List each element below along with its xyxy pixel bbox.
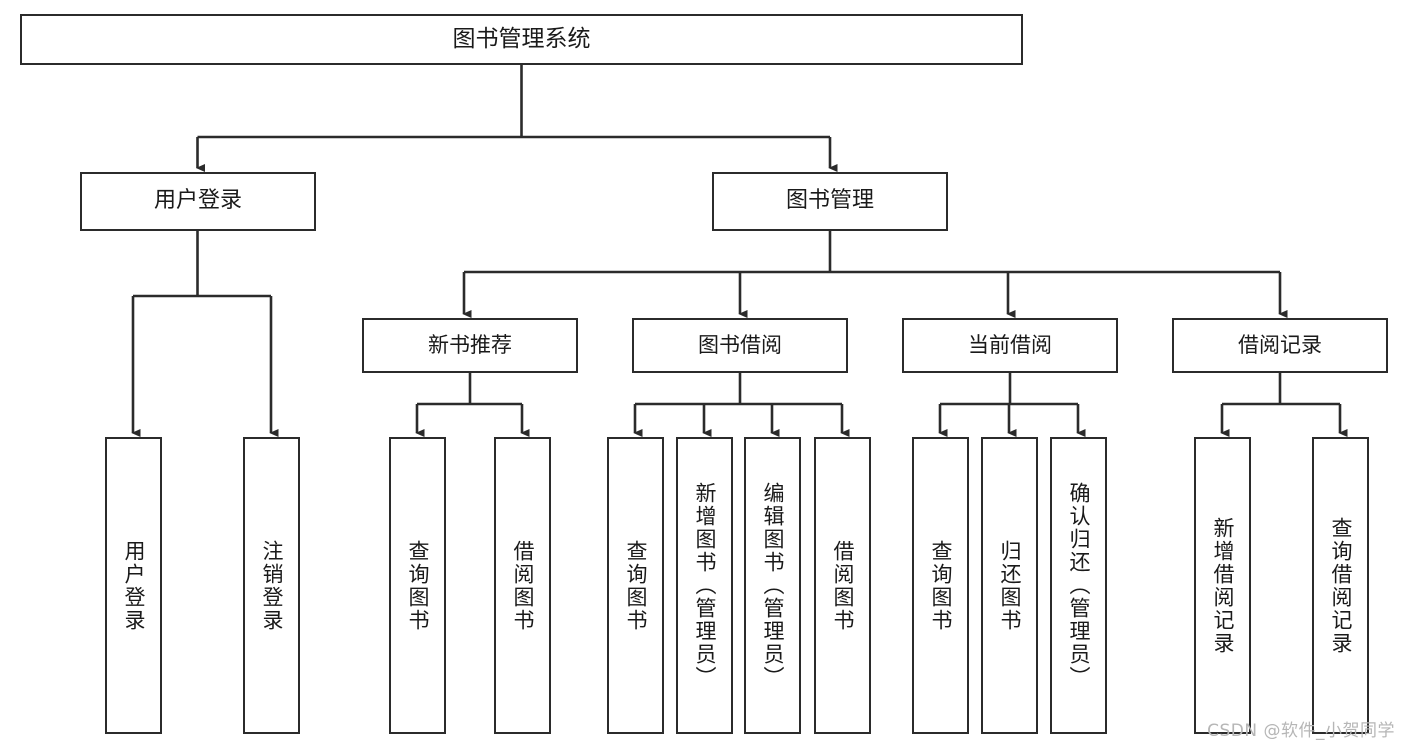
leaf-new-book-borrow-label: 借阅图书 (511, 539, 535, 632)
leaf-new-book-query-label: 查询图书 (406, 539, 430, 632)
leaf-book-borrow-borrow-label: 借阅图书 (831, 539, 855, 632)
leaf-book-borrow-query[interactable]: 查询图书 (607, 437, 664, 734)
node-root-label: 图书管理系统 (452, 25, 591, 52)
node-book-borrow[interactable]: 图书借阅 (632, 318, 848, 373)
leaf-current-borrow-confirm-label: 确认归还（管理员） (1067, 482, 1091, 689)
leaf-borrow-record-add-label: 新增借阅记录 (1211, 516, 1235, 655)
node-borrow-record-label: 借阅记录 (1238, 332, 1322, 357)
node-user-login-label: 用户登录 (153, 188, 242, 214)
leaf-book-borrow-add-label: 新增图书（管理员） (693, 482, 717, 689)
node-book-management[interactable]: 图书管理 (712, 172, 948, 231)
leaf-user-login-login[interactable]: 用户登录 (105, 437, 162, 734)
leaf-user-login-logout-label: 注销登录 (260, 539, 284, 632)
leaf-book-borrow-borrow[interactable]: 借阅图书 (814, 437, 871, 734)
node-current-borrow[interactable]: 当前借阅 (902, 318, 1118, 373)
leaf-borrow-record-query[interactable]: 查询借阅记录 (1312, 437, 1369, 734)
leaf-current-borrow-return[interactable]: 归还图书 (981, 437, 1038, 734)
leaf-book-borrow-add[interactable]: 新增图书（管理员） (676, 437, 733, 734)
leaf-current-borrow-query[interactable]: 查询图书 (912, 437, 969, 734)
leaf-current-borrow-return-label: 归还图书 (998, 539, 1022, 632)
leaf-borrow-record-add[interactable]: 新增借阅记录 (1194, 437, 1251, 734)
leaf-current-borrow-query-label: 查询图书 (929, 539, 953, 632)
leaf-user-login-login-label: 用户登录 (122, 539, 146, 632)
node-root-system[interactable]: 图书管理系统 (20, 14, 1023, 65)
node-current-borrow-label: 当前借阅 (968, 332, 1052, 357)
leaf-new-book-borrow[interactable]: 借阅图书 (494, 437, 551, 734)
leaf-borrow-record-query-label: 查询借阅记录 (1329, 516, 1353, 655)
leaf-user-login-logout[interactable]: 注销登录 (243, 437, 300, 734)
node-book-borrow-label: 图书借阅 (698, 332, 782, 357)
csdn-watermark: CSDN @软件_小贺同学 (1207, 721, 1395, 741)
node-borrow-record[interactable]: 借阅记录 (1172, 318, 1388, 373)
leaf-book-borrow-query-label: 查询图书 (624, 539, 648, 632)
leaf-book-borrow-edit-label: 编辑图书（管理员） (761, 482, 785, 689)
node-new-book-recommend-label: 新书推荐 (428, 332, 512, 357)
node-book-management-label: 图书管理 (785, 188, 874, 214)
node-new-book-recommend[interactable]: 新书推荐 (362, 318, 578, 373)
leaf-new-book-query[interactable]: 查询图书 (389, 437, 446, 734)
leaf-current-borrow-confirm[interactable]: 确认归还（管理员） (1050, 437, 1107, 734)
node-user-login[interactable]: 用户登录 (80, 172, 316, 231)
leaf-book-borrow-edit[interactable]: 编辑图书（管理员） (744, 437, 801, 734)
